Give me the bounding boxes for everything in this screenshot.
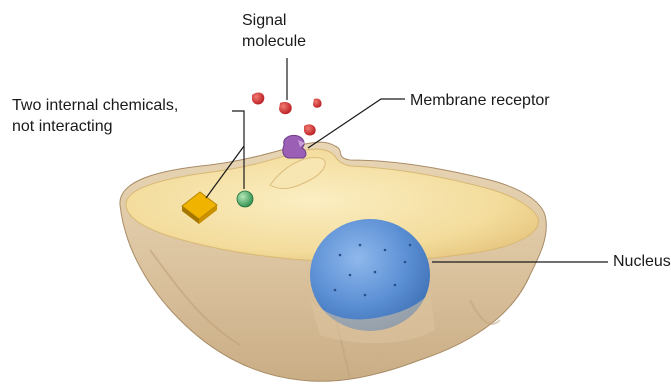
internal-chemical-sphere xyxy=(237,191,253,207)
label-receptor-text: Membrane receptor xyxy=(410,90,550,111)
label-signal-line-1: Signal xyxy=(242,10,306,31)
label-nucleus: Nucleus xyxy=(613,251,671,272)
label-internal-line-2: not interacting xyxy=(12,116,178,137)
label-nucleus-text: Nucleus xyxy=(613,251,671,272)
signal-molecule xyxy=(304,124,316,135)
signal-molecule xyxy=(313,98,322,107)
label-membrane-receptor: Membrane receptor xyxy=(410,90,550,111)
signal-molecule xyxy=(252,93,264,105)
membrane-receptor xyxy=(283,135,306,158)
signal-molecule xyxy=(279,102,292,114)
label-signal-line-2: molecule xyxy=(242,31,306,52)
label-internal-line-1: Two internal chemicals, xyxy=(12,95,178,116)
label-internal-chemicals: Two internal chemicals, not interacting xyxy=(12,95,178,137)
leader-receptor xyxy=(308,99,405,148)
label-signal-molecule: Signal molecule xyxy=(242,10,306,52)
